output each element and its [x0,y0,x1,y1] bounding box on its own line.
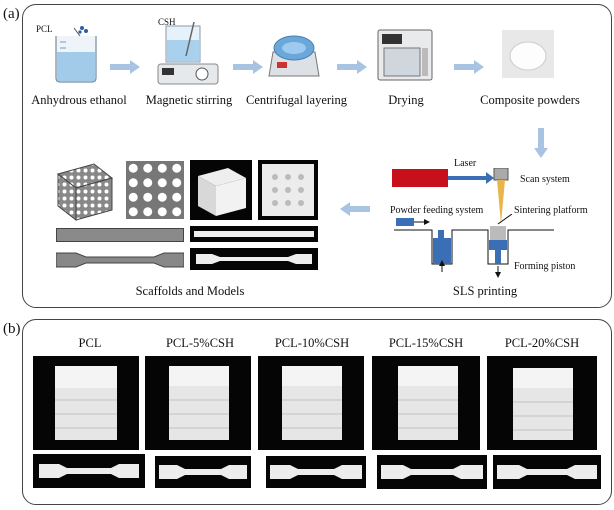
arrow-down [534,128,548,158]
pcl-tag: PCL [36,24,53,34]
cube-photo-pcl-5csh [145,356,251,450]
sample-title-pcl-20csh: PCL-20%CSH [504,336,580,350]
beaker-icon [55,26,97,83]
dumbbell-photo-iso [190,248,318,270]
scaffold-model-iso [56,163,114,222]
arrow-step-1 [110,60,140,74]
scan-system-label: Scan system [520,174,570,185]
sample-title-pcl: PCL [78,336,102,350]
dumbbell-photo-pcl [33,454,145,488]
dumbbell-photo-top [190,226,318,242]
drying-oven-icon [377,29,433,81]
magnetic-stirrer-icon [157,22,219,85]
caption-centrifugal-layering: Centrifugal layering [246,93,348,107]
caption-sls-printing: SLS printing [452,284,518,298]
sls-bed [394,214,554,278]
dumbbell-model-iso [56,252,184,268]
scan-head-icon [493,168,509,224]
laser-box [392,169,448,187]
sample-title-pcl-15csh: PCL-15%CSH [388,336,464,350]
panel-b-label: (b) [3,321,21,337]
arrow-step-3 [337,60,367,74]
centrifuge-icon [268,35,320,77]
powder-photo [502,30,554,78]
cube-photo-pcl [33,356,139,450]
dumbbell-model-top [56,228,184,242]
scaffold-model-top [126,161,184,219]
arrow-step-2 [233,60,263,74]
scaffold-photo-iso [190,160,252,220]
dumbbell-photo-pcl-5csh [155,456,251,488]
dumbbell-photo-pcl-10csh [266,456,366,488]
scaffold-photo-top [258,160,318,220]
csh-tag: CSH [158,17,176,27]
forming-piston-label: Forming piston [514,261,576,272]
sample-title-pcl-5csh: PCL-5%CSH [165,336,235,350]
laser-beam [448,172,494,184]
dumbbell-photo-pcl-20csh [493,455,601,489]
dumbbell-photo-pcl-15csh [377,455,487,489]
cube-photo-pcl-10csh [258,356,364,450]
cube-photo-pcl-20csh [487,356,597,450]
sintering-platform-label: Sintering platform [514,205,588,216]
cube-photo-pcl-15csh [372,356,480,450]
caption-composite-powders: Composite powders [480,93,580,107]
powder-feeding-label: Powder feeding system [390,205,484,216]
panel-a-label: (a) [3,6,20,22]
arrow-step-4 [454,60,484,74]
caption-magnetic-stirring: Magnetic stirring [145,93,233,107]
laser-label: Laser [454,158,477,169]
caption-scaffolds-models: Scaffolds and Models [135,284,245,298]
sample-title-pcl-10csh: PCL-10%CSH [274,336,350,350]
arrow-left [340,202,370,216]
caption-drying: Drying [388,93,424,107]
caption-anhydrous-ethanol: Anhydrous ethanol [31,93,127,107]
